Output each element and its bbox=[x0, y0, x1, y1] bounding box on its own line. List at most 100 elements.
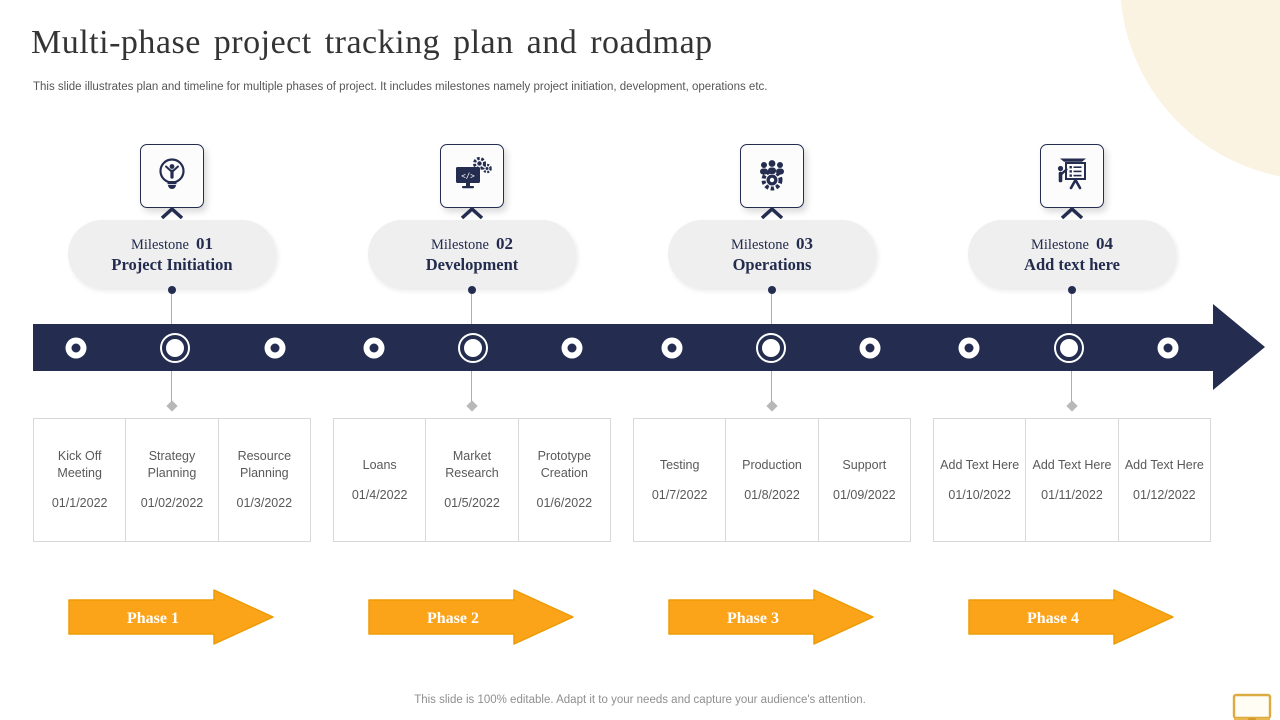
svg-text:</>: </> bbox=[461, 172, 475, 181]
event-date: 01/6/2022 bbox=[536, 495, 593, 510]
milestone-word: Milestone bbox=[431, 236, 489, 253]
table-cell: Testing 01/7/2022 bbox=[634, 419, 727, 541]
milestone-label: Milestone 01 bbox=[131, 234, 213, 254]
milestone-name: Project Initiation bbox=[111, 254, 233, 274]
event-date: 01/7/2022 bbox=[651, 487, 708, 502]
timeline-node-milestone bbox=[755, 332, 786, 363]
milestone-1-icon-box bbox=[140, 144, 204, 208]
table-cell: Production 01/8/2022 bbox=[726, 419, 819, 541]
milestone-1-pill: Milestone 01 Project Initiation bbox=[68, 220, 276, 288]
page-subtitle: This slide illustrates plan and timeline… bbox=[33, 81, 768, 93]
phase-label: Phase 3 bbox=[727, 610, 779, 627]
team-gear-icon bbox=[760, 160, 784, 191]
milestone-word: Milestone bbox=[1031, 236, 1089, 253]
milestone-2-event-table: Loans 01/4/2022 Market Research 01/5/202… bbox=[333, 418, 611, 542]
footer-note: This slide is 100% editable. Adapt it to… bbox=[414, 694, 866, 706]
milestone-name: Development bbox=[425, 254, 519, 274]
event-name: Loans bbox=[362, 457, 397, 472]
chevron-up-icon bbox=[460, 207, 484, 220]
chevron-up-icon bbox=[1060, 207, 1084, 220]
timeline-node bbox=[958, 337, 980, 358]
event-date: 01/09/2022 bbox=[833, 487, 896, 502]
event-date: 01/11/2022 bbox=[1041, 487, 1103, 502]
event-name: Production bbox=[742, 457, 802, 472]
milestone-number: 02 bbox=[496, 233, 513, 253]
event-date: 01/8/2022 bbox=[744, 487, 800, 502]
presentation-icon bbox=[1057, 158, 1086, 190]
event-name: Testing bbox=[659, 457, 700, 472]
laptop-icon bbox=[1232, 693, 1272, 720]
event-name: Market Research bbox=[445, 449, 499, 481]
milestone-1-event-table: Kick Off Meeting 01/1/2022 Strategy Plan… bbox=[33, 418, 311, 542]
event-name: Strategy Planning bbox=[147, 449, 197, 481]
milestone-4-event-table: Add Text Here 01/10/2022 Add Text Here 0… bbox=[933, 418, 1211, 542]
chevron-up-icon bbox=[160, 207, 184, 220]
milestone-word: Milestone bbox=[131, 236, 189, 253]
connector-dot bbox=[768, 286, 776, 294]
connector-diamond bbox=[766, 400, 778, 412]
timeline-node bbox=[859, 337, 881, 358]
timeline-node-milestone bbox=[458, 332, 489, 363]
event-name: Prototype Creation bbox=[537, 449, 592, 481]
table-cell: Prototype Creation 01/6/2022 bbox=[519, 419, 610, 541]
event-date: 01/10/2022 bbox=[948, 487, 1011, 502]
milestone-name: Operations bbox=[732, 254, 812, 274]
chevron-up-icon bbox=[760, 207, 784, 220]
table-cell: Strategy Planning 01/02/2022 bbox=[126, 419, 219, 541]
phase-3-arrow: Phase 3 bbox=[668, 589, 874, 645]
connector-line bbox=[1071, 294, 1072, 324]
event-date: 01/1/2022 bbox=[51, 495, 108, 510]
page-title: Multi-phase project tracking plan and ro… bbox=[31, 24, 713, 61]
timeline-node bbox=[264, 337, 286, 358]
event-name: Add Text Here bbox=[940, 457, 1020, 472]
milestone-number: 01 bbox=[196, 233, 213, 253]
event-date: 01/02/2022 bbox=[140, 495, 204, 510]
event-date: 01/4/2022 bbox=[351, 487, 408, 502]
phase-4-arrow: Phase 4 bbox=[968, 589, 1174, 645]
milestone-column-2: </> Milestone 02 Development Loans bbox=[333, 0, 611, 720]
connector-diamond bbox=[166, 400, 178, 412]
connector-line bbox=[171, 294, 172, 324]
connector-line bbox=[471, 294, 472, 324]
timeline-node-milestone bbox=[160, 332, 191, 363]
event-date: 01/5/2022 bbox=[444, 495, 500, 510]
milestone-3-event-table: Testing 01/7/2022 Production 01/8/2022 S… bbox=[633, 418, 911, 542]
timeline-node bbox=[561, 337, 583, 358]
event-name: Resource Planning bbox=[237, 449, 292, 481]
milestone-label: Milestone 02 bbox=[431, 234, 513, 254]
connector-line bbox=[771, 371, 772, 404]
timeline-node bbox=[363, 337, 385, 358]
table-cell: Add Text Here 01/11/2022 bbox=[1026, 419, 1119, 541]
event-name: Kick Off Meeting bbox=[57, 449, 102, 481]
timeline-band bbox=[33, 304, 1265, 390]
phase-label: Phase 4 bbox=[1027, 610, 1079, 627]
table-cell: Add Text Here 01/10/2022 bbox=[934, 419, 1027, 541]
table-cell: Loans 01/4/2022 bbox=[334, 419, 427, 541]
connector-dot bbox=[468, 286, 476, 294]
connector-line bbox=[171, 371, 172, 404]
phase-label: Phase 1 bbox=[127, 610, 179, 627]
bulb-person-icon bbox=[159, 158, 185, 189]
connector-dot bbox=[1068, 286, 1076, 294]
phase-2-arrow: Phase 2 bbox=[368, 589, 574, 645]
dev-monitor-icon: </> bbox=[456, 157, 492, 189]
milestone-4-icon-box bbox=[1040, 144, 1104, 208]
timeline-node-milestone bbox=[1053, 332, 1084, 363]
table-cell: Market Research 01/5/2022 bbox=[426, 419, 519, 541]
table-cell: Kick Off Meeting 01/1/2022 bbox=[34, 419, 127, 541]
table-cell: Add Text Here 01/12/2022 bbox=[1119, 419, 1210, 541]
table-cell: Resource Planning 01/3/2022 bbox=[219, 419, 310, 541]
event-name: Add Text Here bbox=[1124, 457, 1204, 472]
connector-diamond bbox=[466, 400, 478, 412]
milestone-2-pill: Milestone 02 Development bbox=[368, 220, 576, 288]
event-name: Add Text Here bbox=[1032, 457, 1112, 472]
phase-label: Phase 2 bbox=[427, 610, 479, 627]
event-date: 01/12/2022 bbox=[1133, 487, 1196, 502]
event-date: 01/3/2022 bbox=[236, 495, 293, 510]
connector-line bbox=[471, 371, 472, 404]
milestone-2-icon-box: </> bbox=[440, 144, 504, 208]
